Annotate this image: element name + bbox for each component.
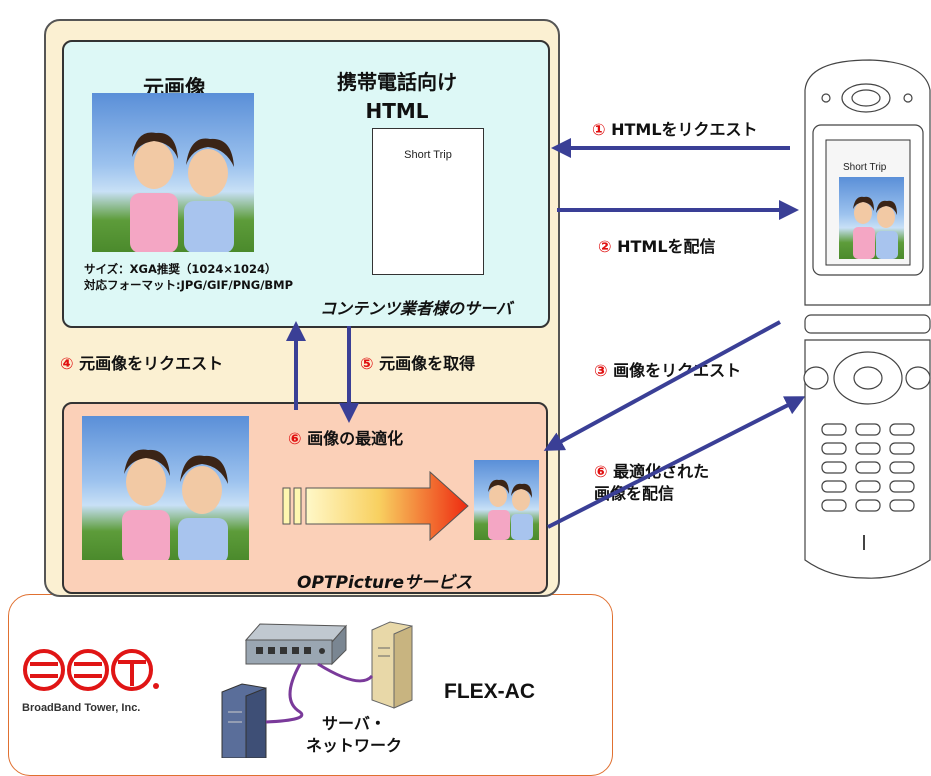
step-number: ⑥ — [288, 429, 308, 448]
people-illustration — [130, 132, 234, 252]
step6-deliver-label-2: 画像を配信 — [594, 484, 675, 503]
optpicture-caption: OPTPictureサービス — [297, 573, 473, 593]
phone-bottom-shell — [804, 339, 931, 579]
step5-label: ⑤ 元画像を取得 — [360, 354, 476, 373]
network-label-1: サーバ・ — [322, 714, 386, 733]
html-document: Short Trip — [372, 128, 484, 275]
step-number: ① — [592, 120, 612, 139]
optimized-photo — [474, 460, 539, 540]
step2-label: ② HTMLを配信 — [598, 237, 716, 256]
phone-screen-title: Short Trip — [843, 162, 887, 173]
mobile-html-label-line2: HTML — [365, 99, 429, 123]
document-title: Short Trip — [404, 149, 452, 161]
step6-deliver-label-1: ⑥ 最適化された — [594, 462, 710, 481]
people-illustration — [853, 196, 898, 259]
step-number: ③ — [594, 361, 614, 380]
mobile-html-label-line1: 携帯電話向け — [337, 70, 457, 94]
step6-optimize-label: ⑥ 画像の最適化 — [288, 429, 404, 448]
network-label-2: ネットワーク — [306, 736, 403, 755]
flex-ac-label: FLEX-AC — [444, 680, 535, 703]
step-number: ⑤ — [360, 354, 380, 373]
arrow-step3 — [543, 320, 781, 451]
content-server-caption: コンテンツ業者様のサーバ — [320, 299, 512, 318]
size-info: サイズ：XGA推奨（1024×1024） — [84, 262, 277, 276]
step4-label: ④ 元画像をリクエスト — [60, 354, 224, 373]
people-illustration — [122, 449, 228, 560]
step-number: ② — [598, 237, 618, 256]
step-number: ④ — [60, 354, 80, 373]
opt-original-photo — [82, 416, 249, 560]
step1-label: ① HTMLをリクエスト — [592, 120, 758, 139]
format-info: 対応フォーマット:JPG/GIF/PNG/BMP — [84, 278, 294, 292]
bbt-logo-text: BroadBand Tower, Inc. — [22, 702, 141, 714]
step-number: ⑥ — [594, 462, 614, 481]
phone-screen-photo — [839, 177, 904, 259]
step3-label: ③ 画像をリクエスト — [594, 361, 742, 380]
original-photo — [92, 93, 254, 252]
people-illustration — [488, 479, 533, 540]
mobile-html-label: 携帯電話向け HTML — [332, 66, 462, 123]
